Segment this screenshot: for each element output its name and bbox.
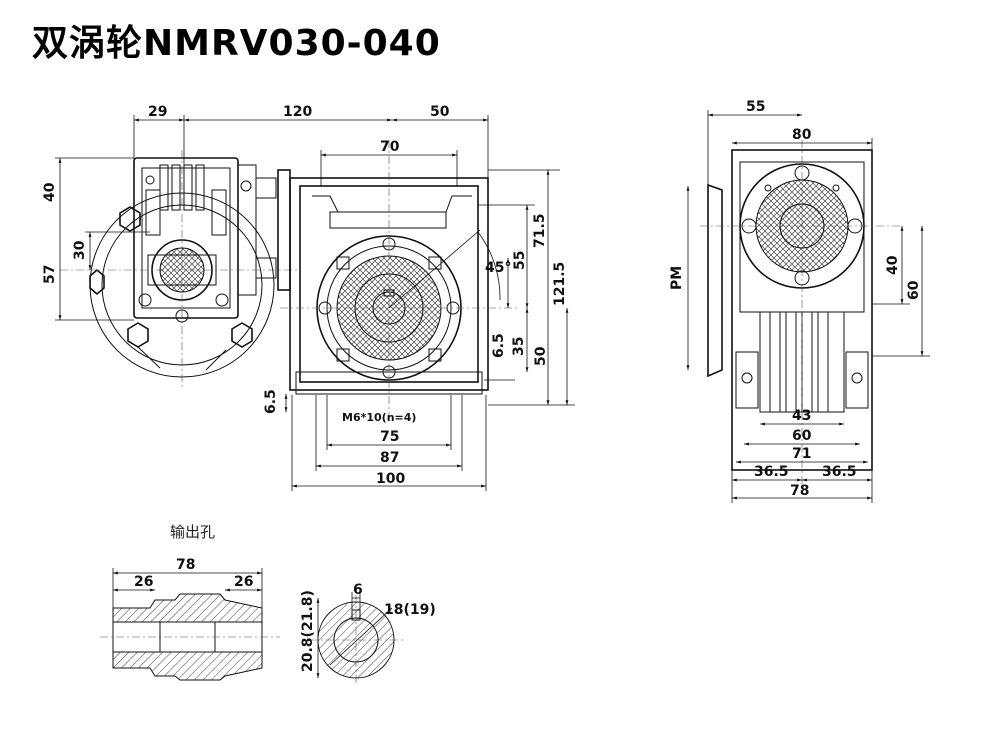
dim-6-5-right: 6.5 [491,333,507,358]
dim-78-right: 78 [790,483,809,499]
dim-57: 57 [42,265,58,284]
dim-55-vert: 55 [512,251,528,270]
dim-6-key: 6 [353,582,363,598]
dim-40-right: 40 [885,255,901,275]
dim-75: 75 [380,429,399,445]
dim-50-vert: 50 [533,346,549,366]
centre-view [277,140,520,420]
dim-35: 35 [511,337,527,356]
dim-70: 70 [380,139,400,155]
dim-18-19: 18(19) [384,602,436,618]
dim-26-right: 26 [234,574,253,590]
dim-78-shaft: 78 [176,557,195,573]
dim-40-left: 40 [42,182,58,202]
output-hole-label: 输出孔 [170,523,216,541]
dim-60-bottom: 60 [792,428,812,444]
left-view [60,150,300,390]
dim-36-5-right: 36.5 [822,464,857,480]
dim-6-5-left: 6.5 [263,389,279,414]
right-view [700,140,900,490]
dim-m6-thread: M6*10(n=4) [342,411,416,424]
dim-pm: PM [669,266,685,290]
dim-29: 29 [148,104,167,120]
dimension-lines [55,110,930,678]
dim-87: 87 [380,450,399,466]
dim-26-left: 26 [134,574,153,590]
dim-80: 80 [792,127,812,143]
dim-55-right: 55 [746,99,765,115]
dimension-labels: 29 120 50 70 40 30 57 71.5 121.5 55 45° … [42,99,922,672]
dim-60-right: 60 [906,280,922,300]
dim-100: 100 [376,471,405,487]
dim-36-5-left: 36.5 [754,464,789,480]
shaft-section [100,593,280,681]
dim-angle: 45° [485,260,511,276]
dim-71: 71 [792,446,811,462]
dim-71-5: 71.5 [532,213,548,248]
dim-43: 43 [792,408,811,424]
dim-120: 120 [283,104,312,120]
page-title: 双涡轮NMRV030-040 [32,23,441,64]
dim-121-5: 121.5 [552,262,568,306]
dim-30: 30 [72,240,88,260]
dim-50-top: 50 [430,104,450,120]
dim-20-8: 20.8(21.8) [300,590,316,672]
